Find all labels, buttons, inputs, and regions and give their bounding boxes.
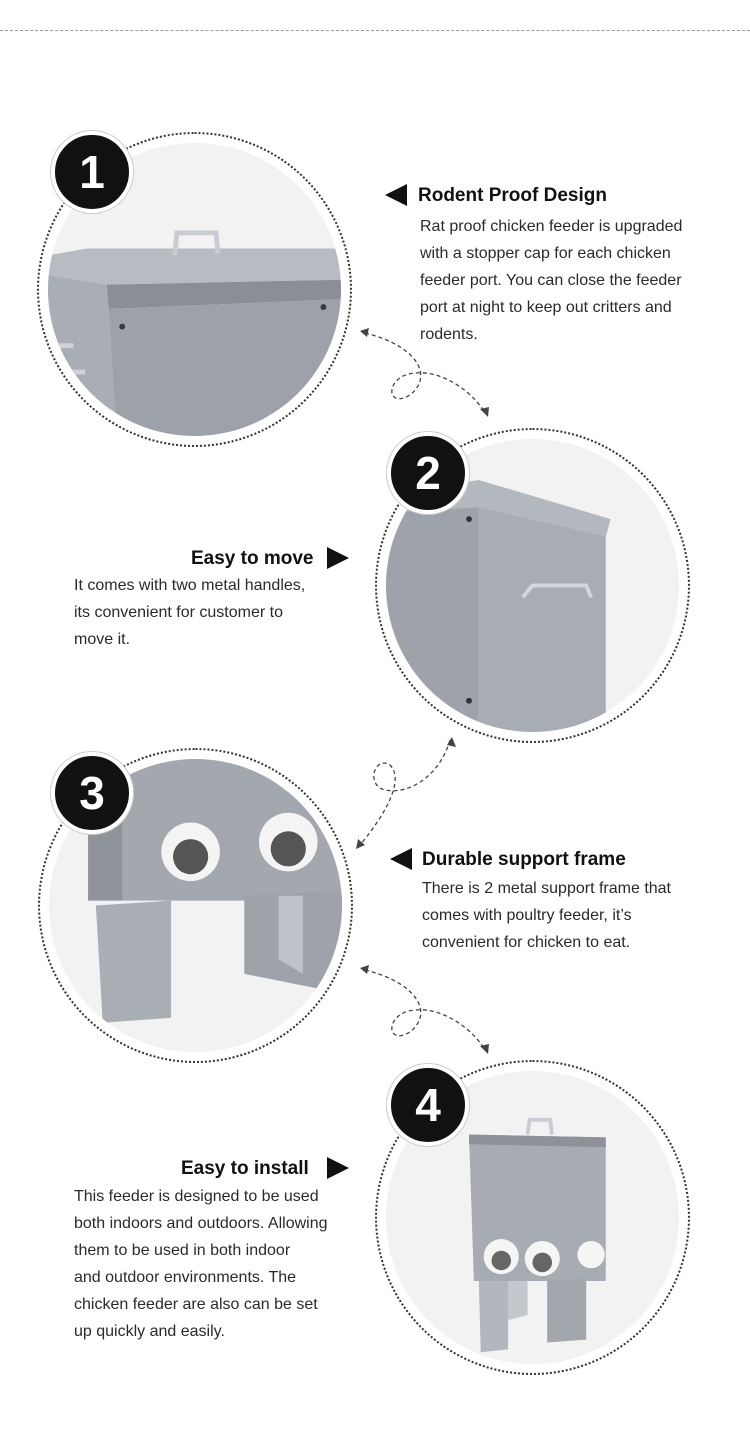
feature-1-description-line: Rat proof chicken feeder is upgraded	[420, 218, 683, 235]
feature-2-description-line: its convenient for customer to	[74, 604, 283, 621]
feature-2-pointer-icon	[327, 547, 349, 569]
feature-1-description-line: feeder port. You can close the feeder	[420, 272, 682, 289]
top-divider	[0, 30, 750, 31]
feature-4-description-line: and outdoor environments. The	[74, 1269, 297, 1286]
feature-3-number-badge: 3	[51, 752, 133, 834]
feature-1-description: Rat proof chicken feeder is upgraded wit…	[420, 213, 720, 348]
feature-4-number-badge: 4	[387, 1064, 469, 1146]
feature-2-number-badge: 2	[387, 432, 469, 514]
feature-2-heading: Easy to move	[191, 548, 314, 569]
feature-1-description-line: with a stopper cap for each chicken	[420, 245, 671, 262]
feature-3-pointer-icon	[390, 848, 412, 870]
feature-4-description-line: This feeder is designed to be used	[74, 1188, 319, 1205]
feature-3-description: There is 2 metal support frame that come…	[422, 875, 722, 956]
feature-1-number-badge: 1	[51, 131, 133, 213]
feature-3-description-line: There is 2 metal support frame that	[422, 880, 671, 897]
feature-4-heading: Easy to install	[181, 1158, 309, 1179]
dashed-connector-3	[360, 965, 489, 1054]
feature-2-description: It comes with two metal handles, its con…	[74, 572, 364, 653]
feature-1-heading: Rodent Proof Design	[418, 185, 607, 206]
feature-3-description-line: comes with poultry feeder, it’s	[422, 907, 632, 924]
dashed-connector-1	[360, 328, 489, 417]
feature-1-pointer-icon	[385, 184, 407, 206]
feature-4-pointer-icon	[327, 1157, 349, 1179]
feature-4-description: This feeder is designed to be used both …	[74, 1183, 364, 1345]
feature-3-heading: Durable support frame	[422, 849, 626, 870]
feature-4-description-line: up quickly and easily.	[74, 1323, 225, 1340]
feature-2-description-line: It comes with two metal handles,	[74, 577, 306, 594]
dashed-connector-2	[356, 737, 456, 849]
feature-1-description-line: rodents.	[420, 326, 478, 343]
feature-4-description-line: them to be used in both indoor	[74, 1242, 291, 1259]
feature-4-description-line: chicken feeder are also can be set	[74, 1296, 318, 1313]
feature-1-description-line: port at night to keep out critters and	[420, 299, 672, 316]
feature-3-description-line: convenient for chicken to eat.	[422, 934, 631, 951]
feature-2-description-line: move it.	[74, 631, 131, 648]
feature-4-description-line: both indoors and outdoors. Allowing	[74, 1215, 328, 1232]
